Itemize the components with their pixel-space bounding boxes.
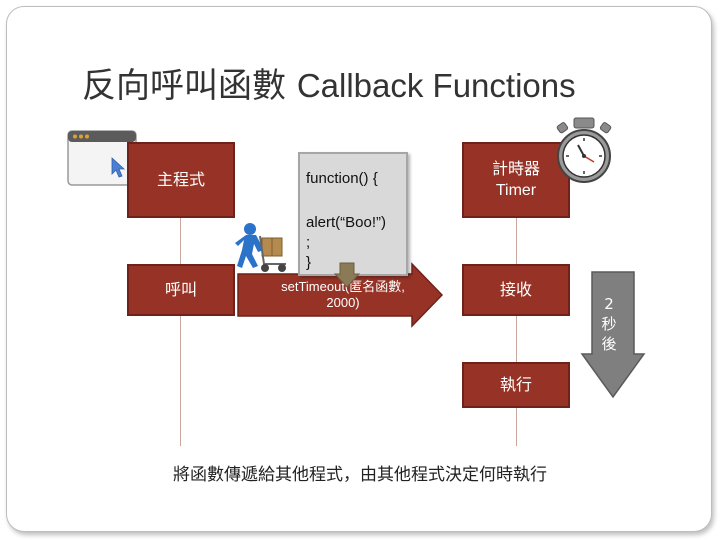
delay-char-1: 2 [604,295,614,313]
settimeout-line-2: 2000) [326,295,360,311]
code-line-2: alert(“Boo!”) [306,214,387,231]
execute-label: 執行 [499,375,532,395]
code-line-4: } [306,254,312,271]
delivery-person-icon [235,223,286,272]
receive-label: 接收 [499,280,532,300]
code-line-3: ; [306,234,311,251]
stopwatch-icon [556,117,612,183]
delay-label: 2 秒 後 [594,294,624,354]
main-program-box: 主程式 [127,142,235,218]
call-box: 呼叫 [127,264,235,316]
delay-char-3: 後 [601,335,617,353]
call-label: 呼叫 [164,280,197,300]
title-chinese: 反向呼叫函數 [82,66,297,106]
delay-char-2: 秒 [601,315,617,333]
timer-lifeline-1 [516,216,517,264]
settimeout-label: setTimeout(匿名函數, 2000) [268,279,418,312]
execute-box: 執行 [462,362,570,408]
main-lifeline-top [180,216,181,280]
timer-lifeline-2 [516,314,517,364]
receive-box: 接收 [462,264,570,316]
browser-window-icon [67,130,137,186]
settimeout-arrow [237,262,444,328]
timer-label-en: Timer [495,182,537,199]
settimeout-line-1: setTimeout(匿名函數, [281,279,405,294]
delay-down-arrow [580,271,646,399]
anonymous-function-box: function() { alert(“Boo!”) ; } [298,152,408,276]
drop-down-arrow-icon [334,262,360,288]
timer-label-zh: 計時器 [491,159,540,179]
timer-box: 計時器 Timer [462,142,570,218]
code-line-1: function() { [306,170,378,187]
timer-lifeline-3 [516,406,517,446]
main-lifeline-bottom [180,314,181,446]
title-english: Callback Functions [296,67,576,104]
main-program-label: 主程式 [156,170,205,190]
slide-caption: 將函數傳遞給其他程式，由其他程式決定何時執行 [173,465,547,485]
slide-title: 反向呼叫函數 Callback Functions [82,58,702,107]
